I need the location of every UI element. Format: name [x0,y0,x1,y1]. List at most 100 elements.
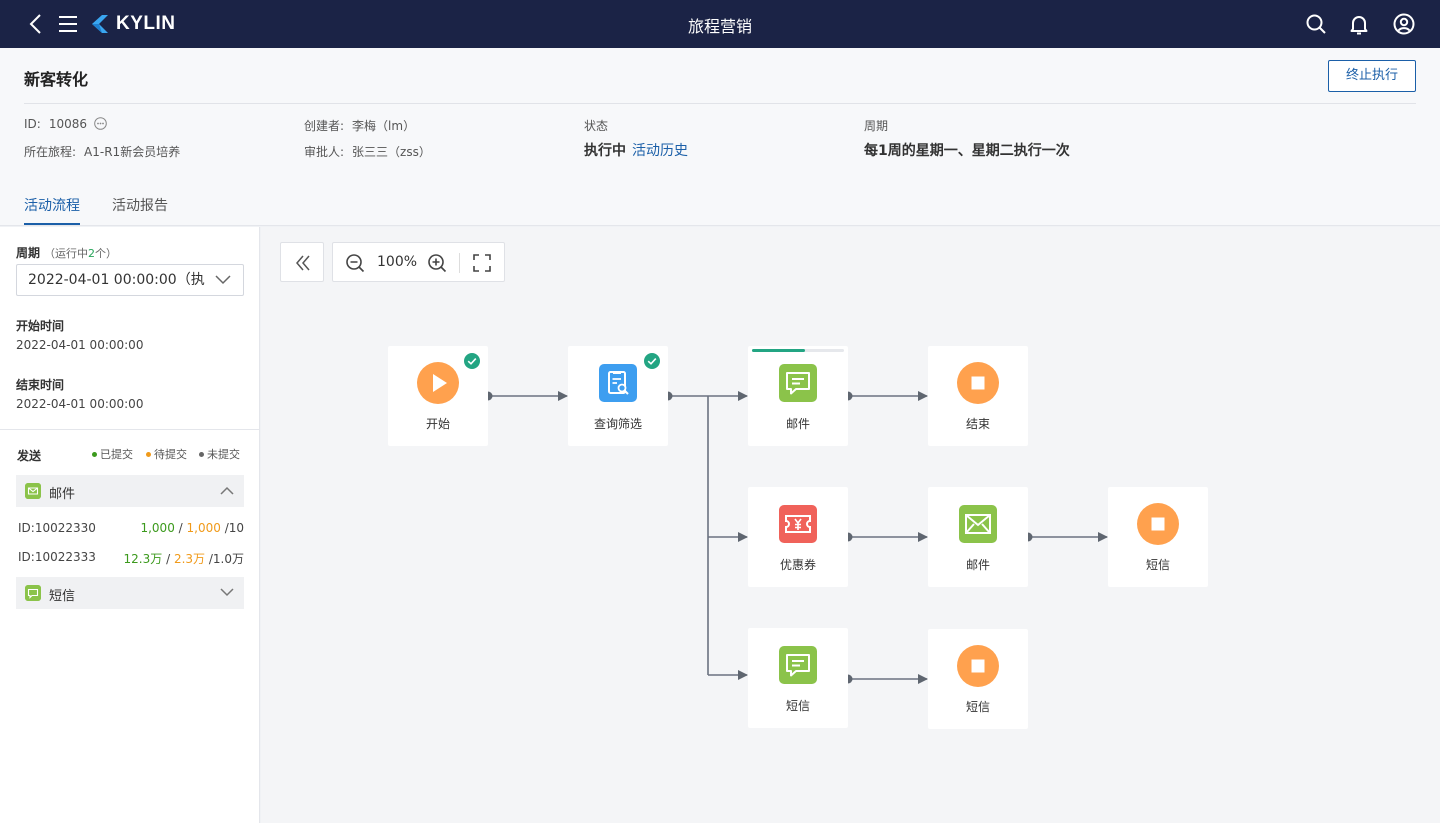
email-group-label: 邮件 [49,487,76,502]
zoom-toolbar: 100% [332,242,505,282]
stop-icon [957,362,999,404]
group-email[interactable]: 邮件 [16,475,244,507]
flow-node-end[interactable]: 结束 [928,346,1028,446]
stop-icon [957,645,999,687]
creator-value: 李梅（lm） [352,119,416,133]
sidebar-divider [0,429,260,430]
send-label: 发送 [17,449,42,463]
node-label: 短信 [965,700,990,714]
status-label: 状态 [584,119,609,133]
node-label: 开始 [425,417,450,431]
user-account-icon[interactable] [1392,12,1416,36]
email-group-icon [25,483,41,499]
total-count: /10 [224,521,244,535]
cycle-section-label: 周期（运行中2个） [16,244,117,261]
start-time-label: 开始时间 [16,319,65,333]
flow-node-sms-end[interactable]: 短信 [1108,487,1208,587]
flow-node-sms[interactable]: 短信 [748,628,848,728]
stop-icon [1137,503,1179,545]
group-sms[interactable]: 短信 [16,577,244,609]
row-id: ID:10022330 [18,521,96,535]
id-label: ID: [24,117,41,131]
cycle-select[interactable]: 2022-04-01 00:00:00（执 [16,264,244,296]
submitted-dot [92,451,97,457]
approver-label: 审批人: [304,145,345,159]
tab-activity-report[interactable]: 活动报告 [112,198,168,214]
flow-canvas[interactable]: 100% 开始 [261,227,1440,823]
stop-execution-button[interactable]: 终止执行 [1328,60,1416,92]
flow-node-mail[interactable]: 邮件 [928,487,1028,587]
flow-node-coupon[interactable]: 优惠券 [748,487,848,587]
tab-activity-flow[interactable]: 活动流程 [24,198,80,214]
hamburger-menu-icon[interactable] [58,14,78,34]
message-icon [779,364,817,402]
collapse-panel-button[interactable] [280,242,324,282]
cycle-label: 周期 [864,119,889,133]
activity-header: 新客转化 终止执行 ID:10086 所在旅程:A1-R1新会员培养 创建者:李… [0,48,1440,226]
legend-pending-label: 待提交 [154,448,187,461]
node-label: 邮件 [785,417,810,431]
journey-label: 所在旅程: [24,145,77,159]
chevron-down-icon[interactable] [220,588,234,597]
row-id: ID:10022333 [18,550,96,564]
flow-node-query-filter[interactable]: 查询筛选 [568,346,668,446]
double-chevron-left-icon [296,255,310,271]
zoom-level: 100% [377,254,418,270]
node-label: 优惠券 [779,558,816,572]
active-tab-indicator [24,223,80,225]
zoom-out-icon[interactable] [345,253,365,273]
flow-node-email[interactable]: 邮件 [748,346,848,446]
node-label: 短信 [1145,558,1170,572]
top-navigation-bar: KYLIN 旅程营销 [0,0,1440,48]
node-label: 查询筛选 [593,417,642,431]
submitted-count: 1,000 [140,521,175,535]
running-count: （运行中2个） [44,247,117,260]
chevron-up-icon[interactable] [220,486,234,495]
row-counts: 1,000 / 1,000 /10 [140,521,244,535]
sms-group-icon [25,585,41,601]
legend-submitted-label: 已提交 [100,448,133,461]
unsubmitted-dot [199,451,204,457]
pending-dot [146,451,151,457]
zoom-in-icon[interactable] [427,253,447,273]
submitted-count: 12.3万 [123,552,163,566]
journey-value: A1-R1新会员培养 [84,145,181,159]
activity-history-link[interactable]: 活动历史 [632,143,688,159]
message-icon [779,646,817,684]
cycle-value: 每1周的星期一、星期二执行一次 [864,143,1070,159]
chevron-down-icon [215,275,231,285]
back-arrow-icon[interactable] [26,12,46,36]
cycle-select-value: 2022-04-01 00:00:00（执 [28,272,205,288]
check-circle-icon [464,353,480,369]
search-icon[interactable] [1304,12,1328,36]
logo-text: KYLIN [116,13,176,34]
flow-connections [483,391,1108,684]
running-prefix: （运行中 [44,247,89,260]
running-number: 2 [88,247,96,260]
fullscreen-icon[interactable] [472,253,492,273]
mail-icon [959,505,997,543]
pending-count: 1,000 [186,521,221,535]
kylin-logo[interactable]: KYLIN [90,12,176,36]
flow-node-sms-end-2[interactable]: 短信 [928,629,1028,729]
list-item: ID:10022333 12.3万 / 2.3万 /1.0万 [18,550,244,566]
legend-submitted: 已提交 [92,446,133,462]
query-filter-icon [599,364,637,402]
more-icon[interactable] [94,117,107,130]
header-divider [24,103,1416,104]
total-count: /1.0万 [208,552,244,566]
page-title-bar: 旅程营销 [687,17,752,36]
creator-field: 创建者:李梅（lm） [304,117,415,134]
kylin-logo-icon [92,15,108,33]
row-counts: 12.3万 / 2.3万 /1.0万 [123,552,244,566]
bell-icon[interactable] [1347,12,1371,36]
sms-group-label: 短信 [49,589,76,604]
legend-unsubmitted: 未提交 [199,446,240,462]
node-progress-bar [752,349,844,352]
legend-pending: 待提交 [146,446,187,462]
left-panel: 周期（运行中2个） 2022-04-01 00:00:00（执 开始时间 202… [0,227,260,823]
end-time-value: 2022-04-01 00:00:00 [16,397,144,411]
flow-node-start[interactable]: 开始 [388,346,488,446]
cycle-title: 周期 [16,246,41,260]
journey-field: 所在旅程: A1-R1新会员培养 [24,143,180,160]
